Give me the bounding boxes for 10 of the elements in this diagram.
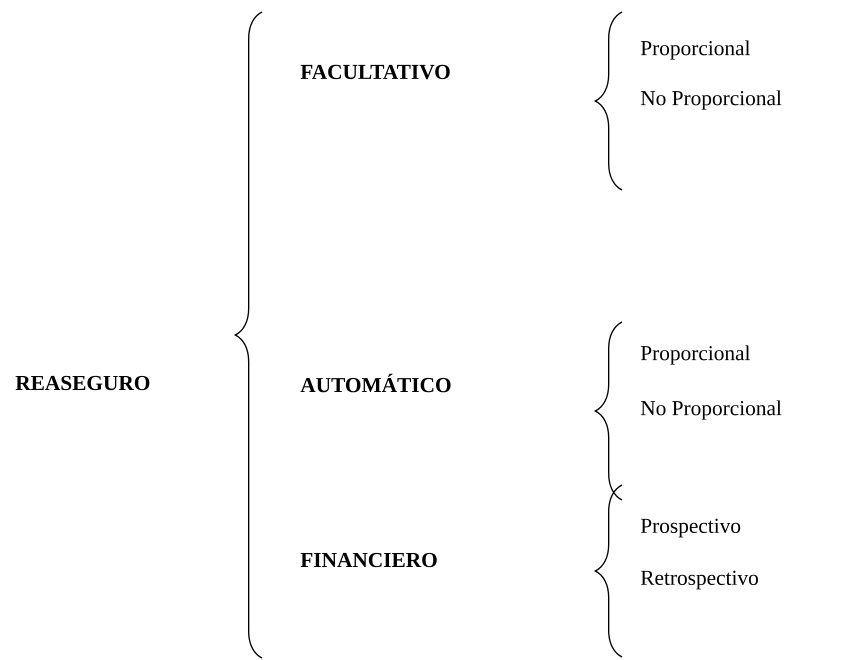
category-label: AUTOMÁTICO xyxy=(300,374,451,392)
subtype-label: No Proporcional xyxy=(640,400,782,420)
subtype-label: Proporcional xyxy=(640,345,750,365)
category-label: FACULTATIVO xyxy=(300,64,450,80)
category-label: REASEGURO xyxy=(16,376,150,390)
subtype-label: Prospectivo xyxy=(640,518,740,538)
category-label: FINANCIERO xyxy=(300,552,437,568)
subtype-label: Retrospectivo xyxy=(640,570,758,590)
subtype-label: No Proporcional xyxy=(640,90,782,110)
subtype-label: Proporcional xyxy=(640,40,750,60)
